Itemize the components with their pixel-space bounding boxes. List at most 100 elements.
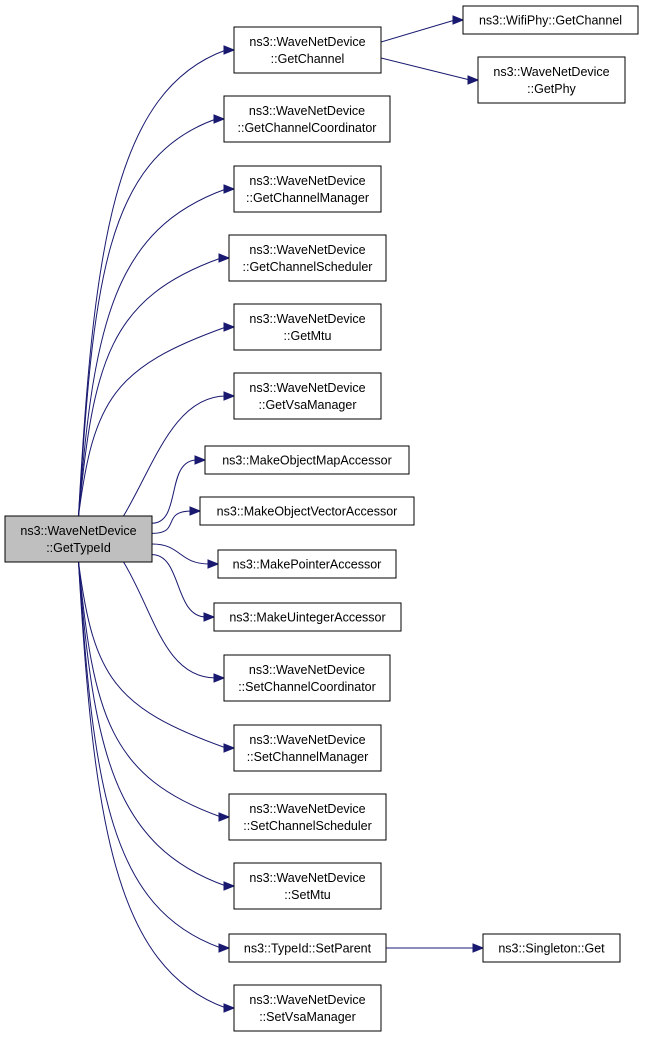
node-get-channel-coordinator[interactable]: ns3::WaveNetDevice::GetChannelCoordinato… [223, 95, 391, 143]
node-set-channel-manager[interactable]: ns3::WaveNetDevice::SetChannelManager [233, 724, 382, 772]
edge-line [123, 395, 227, 517]
node-box [233, 303, 382, 351]
node-make-uinteger-accessor[interactable]: ns3::MakeUintegerAccessor [213, 602, 402, 632]
node-box [477, 56, 626, 104]
node-box [213, 602, 402, 632]
node-label: ns3::WaveNetDevice [249, 993, 365, 1007]
arrowhead [203, 612, 216, 622]
edge-root-to-set-channel-manager [78, 561, 236, 753]
edge-root-to-set-vsa-manager [78, 561, 236, 1013]
arrowhead [213, 673, 226, 683]
edges-layer [78, 15, 485, 1013]
node-box [204, 445, 410, 475]
node-get-vsa-manager[interactable]: ns3::WaveNetDevice::GetVsaManager [233, 372, 382, 420]
edge-line [78, 561, 227, 749]
edge-line [78, 257, 222, 517]
node-get-channel-scheduler[interactable]: ns3::WaveNetDevice::GetChannelScheduler [228, 234, 387, 282]
node-label: ns3::TypeId::SetParent [244, 942, 372, 956]
node-box [228, 793, 387, 841]
node-set-channel-coordinator[interactable]: ns3::WaveNetDevice::SetChannelCoordinato… [223, 654, 391, 702]
node-box [233, 862, 382, 910]
arrowhead [223, 391, 236, 401]
edge-line [380, 57, 471, 81]
edge-line [78, 561, 222, 949]
node-singleton-get[interactable]: ns3::Singleton::Get [482, 933, 621, 963]
node-label: ::GetChannelManager [246, 191, 369, 205]
edge-line [151, 459, 198, 524]
node-label: ::SetChannelManager [247, 750, 369, 764]
edge-typeid-set-parent-to-singleton-get [386, 943, 485, 953]
node-get-channel-manager[interactable]: ns3::WaveNetDevice::GetChannelManager [233, 165, 382, 213]
node-set-mtu[interactable]: ns3::WaveNetDevice::SetMtu [233, 862, 382, 910]
node-make-object-map-accessor[interactable]: ns3::MakeObjectMapAccessor [204, 445, 410, 475]
arrowhead [189, 506, 202, 516]
node-get-phy[interactable]: ns3::WaveNetDevice::GetPhy [477, 56, 626, 104]
edge-line [123, 561, 217, 679]
node-label: ::GetPhy [527, 82, 576, 96]
node-get-mtu[interactable]: ns3::WaveNetDevice::GetMtu [233, 303, 382, 351]
node-label: ns3::WaveNetDevice [249, 733, 365, 747]
node-label: ns3::WaveNetDevice [249, 663, 365, 677]
edge-line [78, 49, 227, 517]
node-box [233, 26, 382, 74]
nodes-layer: ns3::WaveNetDevice::GetTypeIdns3::WaveNe… [4, 5, 639, 1032]
arrowhead [223, 322, 236, 332]
edge-line [78, 118, 217, 517]
node-typeid-set-parent[interactable]: ns3::TypeId::SetParent [228, 933, 387, 963]
edge-root-to-get-vsa-manager [123, 391, 236, 517]
edge-line [78, 561, 227, 1009]
edge-root-to-make-pointer-accessor [151, 543, 220, 569]
arrowhead [223, 881, 236, 891]
arrowhead [218, 943, 231, 953]
node-root[interactable]: ns3::WaveNetDevice::GetTypeId [4, 515, 153, 563]
node-label: ns3::WifiPhy::GetChannel [479, 14, 622, 28]
edge-root-to-make-object-map-accessor [151, 455, 207, 524]
node-make-object-vector-accessor[interactable]: ns3::MakeObjectVectorAccessor [199, 496, 415, 526]
edge-root-to-get-channel-scheduler [78, 253, 231, 517]
edge-root-to-get-channel-coordinator [78, 114, 226, 517]
node-label: ns3::MakeObjectMapAccessor [222, 454, 392, 468]
node-box [223, 654, 391, 702]
edge-root-to-set-channel-scheduler [78, 561, 231, 822]
edge-line [151, 510, 193, 534]
node-set-channel-scheduler[interactable]: ns3::WaveNetDevice::SetChannelScheduler [228, 793, 387, 841]
edge-root-to-make-object-vector-accessor [151, 506, 202, 534]
node-box [462, 5, 639, 35]
edge-get-channel-to-wifiphy-get-channel [380, 15, 465, 43]
node-label: ns3::WaveNetDevice [20, 524, 136, 538]
node-box [233, 165, 382, 213]
edge-get-channel-to-get-phy [380, 57, 480, 85]
arrowhead [223, 184, 236, 194]
node-label: ::SetVsaManager [259, 1010, 356, 1024]
arrowhead [194, 455, 207, 465]
arrowhead [467, 75, 480, 85]
edge-line [78, 188, 227, 517]
node-box [228, 933, 387, 963]
edge-line [380, 19, 456, 43]
arrowhead [223, 743, 236, 753]
node-box [233, 984, 382, 1032]
node-box [233, 372, 382, 420]
node-box [4, 515, 153, 563]
node-box [223, 95, 391, 143]
node-get-channel[interactable]: ns3::WaveNetDevice::GetChannel [233, 26, 382, 74]
arrowhead [218, 253, 231, 263]
node-label: ns3::MakeObjectVectorAccessor [217, 505, 398, 519]
arrowhead [452, 15, 465, 25]
node-set-vsa-manager[interactable]: ns3::WaveNetDevice::SetVsaManager [233, 984, 382, 1032]
edge-root-to-set-mtu [78, 561, 236, 891]
node-label: ::GetTypeId [46, 541, 111, 555]
arrowhead [213, 114, 226, 124]
node-label: ::SetMtu [284, 888, 331, 902]
edge-root-to-make-uinteger-accessor [151, 554, 216, 622]
edge-line [78, 561, 227, 887]
node-box [233, 724, 382, 772]
node-wifiphy-get-channel[interactable]: ns3::WifiPhy::GetChannel [462, 5, 639, 35]
edge-line [151, 554, 207, 618]
arrowhead [207, 559, 220, 569]
edge-line [151, 543, 211, 565]
node-label: ns3::MakeUintegerAccessor [229, 611, 385, 625]
node-label: ::SetChannelScheduler [243, 819, 372, 833]
node-make-pointer-accessor[interactable]: ns3::MakePointerAccessor [217, 549, 397, 579]
node-label: ns3::Singleton::Get [498, 942, 605, 956]
